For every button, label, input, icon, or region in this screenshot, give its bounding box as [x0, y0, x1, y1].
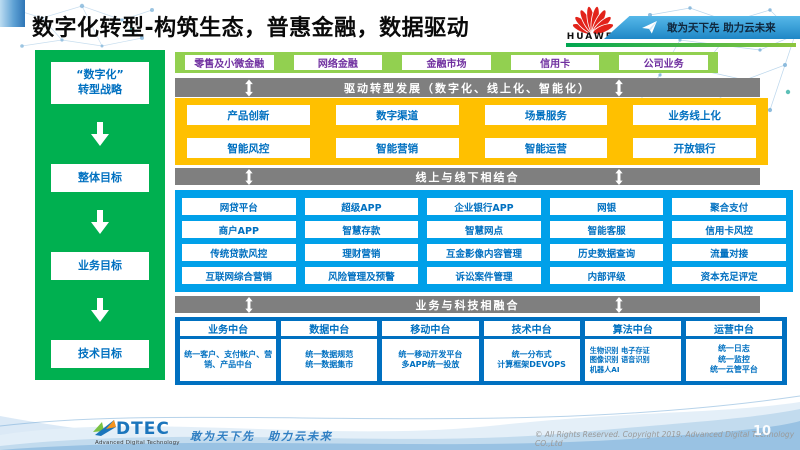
up-down-arrow-icon [245, 296, 253, 313]
business-line-item: 网络金融 [293, 55, 383, 70]
platform-column: 移动中台 统一移动开发平台 多APP统一投放 [382, 321, 479, 381]
application-item: 信用卡风控 [672, 221, 786, 238]
platform-band: 业务中台 统一客户、支付帐户、营销、产品中台 数据中台 统一数据规范 统一数据集… [175, 317, 787, 385]
dtec-logo-icon [93, 420, 116, 436]
platform-title: 数据中台 [281, 321, 378, 336]
dtec-logo-text: DTEC [116, 419, 170, 439]
up-down-arrow-icon [245, 168, 253, 185]
up-down-arrow-icon [615, 296, 623, 313]
platform-column: 算法中台 生物识别 电子存证 图像识别 语音识别 机器人AI [584, 321, 681, 381]
application-item: 资本充足评定 [672, 267, 786, 284]
dtec-logo: DTEC [92, 419, 170, 439]
banner-slogan: 敢为天下先 助力云未来 [667, 22, 776, 34]
strategy-item: “数字化” 转型战略 [51, 62, 149, 104]
application-item: 互金影像内容管理 [427, 244, 541, 261]
business-line-item: 零售及小微金融 [185, 55, 274, 70]
tech-fusion-bar: 业务与科技相融合 [175, 296, 760, 313]
platform-detail: 统一分布式 计算框架DEVOPS [483, 339, 580, 381]
application-item: 网银 [549, 198, 664, 215]
application-item: 流量对接 [672, 244, 786, 261]
drive-transform-label: 驱动转型发展（数字化、线上化、智能化） [344, 81, 591, 95]
footer-slogan: 敢为天下先 助力云未来 [190, 430, 333, 443]
platform-title: 技术中台 [483, 321, 580, 336]
tech-fusion-label: 业务与科技相融合 [415, 298, 520, 312]
header-green-line [566, 43, 796, 47]
online-offline-label: 线上与线下相结合 [415, 170, 520, 184]
platform-column: 运营中台 统一日志 统一监控 统一云管平台 [685, 321, 783, 381]
up-down-arrow-icon [615, 79, 623, 96]
up-down-arrow-icon [245, 79, 253, 96]
platform-title: 运营中台 [685, 321, 783, 336]
capability-item: 智能风控 [187, 138, 310, 158]
application-item: 网贷平台 [182, 198, 296, 215]
business-line-item: 信用卡 [510, 55, 600, 70]
platform-detail: 统一客户、支付帐户、营销、产品中台 [180, 339, 277, 381]
down-arrow-icon [91, 210, 109, 234]
application-item: 智能客服 [549, 221, 664, 238]
capability-item: 场景服务 [484, 105, 608, 125]
dtec-logo-subtext: Advanced Digital Technology [95, 440, 180, 446]
platform-detail: 生物识别 电子存证 图像识别 语音识别 机器人AI [584, 339, 681, 381]
footer-wave-decoration [0, 395, 800, 450]
application-item: 超级APP [304, 198, 419, 215]
platform-column: 数据中台 统一数据规范 统一数据集市 [281, 321, 378, 381]
application-item: 风险管理及预警 [304, 267, 419, 284]
application-item: 聚合支付 [672, 198, 786, 215]
platform-detail: 统一日志 统一监控 统一云管平台 [685, 339, 783, 381]
platform-title: 算法中台 [584, 321, 681, 336]
platform-column: 业务中台 统一客户、支付帐户、营销、产品中台 [180, 321, 277, 381]
platform-title: 业务中台 [180, 321, 277, 336]
platform-title: 移动中台 [382, 321, 479, 336]
application-item: 商户APP [182, 221, 296, 238]
application-band: 网贷平台 超级APP 企业银行APP 网银 聚合支付 商户APP 智慧存款 智慧… [175, 190, 793, 292]
capability-item: 智能运营 [484, 138, 608, 158]
capability-item: 产品创新 [187, 105, 310, 125]
online-offline-bar: 线上与线下相结合 [175, 168, 760, 185]
title-marker [0, 0, 25, 27]
strategy-sidebar: “数字化” 转型战略 整体目标 业务目标 技术目标 [35, 50, 165, 380]
capability-band: 产品创新 数字渠道 场景服务 业务线上化 智能风控 智能营销 智能运营 开放银行 [175, 98, 768, 165]
up-down-arrow-icon [615, 168, 623, 185]
huawei-logo: HUAWEI [566, 4, 620, 42]
capability-item: 开放银行 [633, 138, 756, 158]
application-item: 互联网综合营销 [182, 267, 296, 284]
huawei-logo-text: HUAWEI [566, 32, 620, 42]
platform-detail: 统一数据规范 统一数据集市 [281, 339, 378, 381]
business-line-band: 零售及小微金融 网络金融 金融市场 信用卡 公司业务 [175, 52, 718, 73]
business-line-item: 金融市场 [402, 55, 491, 70]
application-item: 诉讼案件管理 [427, 267, 541, 284]
paper-plane-icon [642, 21, 657, 34]
header-banner: 敢为天下先 助力云未来 [604, 16, 800, 39]
platform-column: 技术中台 统一分布式 计算框架DEVOPS [483, 321, 580, 381]
page-number: 10 [753, 424, 772, 439]
application-item: 智慧存款 [304, 221, 419, 238]
strategy-item: 业务目标 [51, 252, 149, 280]
application-item: 理财营销 [304, 244, 419, 261]
application-item: 企业银行APP [427, 198, 541, 215]
page-title: 数字化转型-构筑生态，普惠金融，数据驱动 [32, 16, 470, 41]
drive-transform-bar: 驱动转型发展（数字化、线上化、智能化） [175, 78, 760, 97]
capability-item: 业务线上化 [633, 105, 756, 125]
business-line-item: 公司业务 [619, 55, 708, 70]
capability-item: 数字渠道 [335, 105, 459, 125]
application-item: 内部评级 [549, 267, 664, 284]
huawei-flower-icon [572, 5, 614, 34]
application-item: 智慧网点 [427, 221, 541, 238]
application-item: 传统贷款风控 [182, 244, 296, 261]
application-item: 历史数据查询 [549, 244, 664, 261]
down-arrow-icon [91, 298, 109, 322]
footer-copyright: © All Rights Reserved. Copyright 2019. A… [535, 430, 795, 448]
platform-detail: 统一移动开发平台 多APP统一投放 [382, 339, 479, 381]
down-arrow-icon [91, 122, 109, 146]
capability-item: 智能营销 [335, 138, 459, 158]
strategy-item: 技术目标 [51, 340, 149, 368]
strategy-item: 整体目标 [51, 164, 149, 192]
